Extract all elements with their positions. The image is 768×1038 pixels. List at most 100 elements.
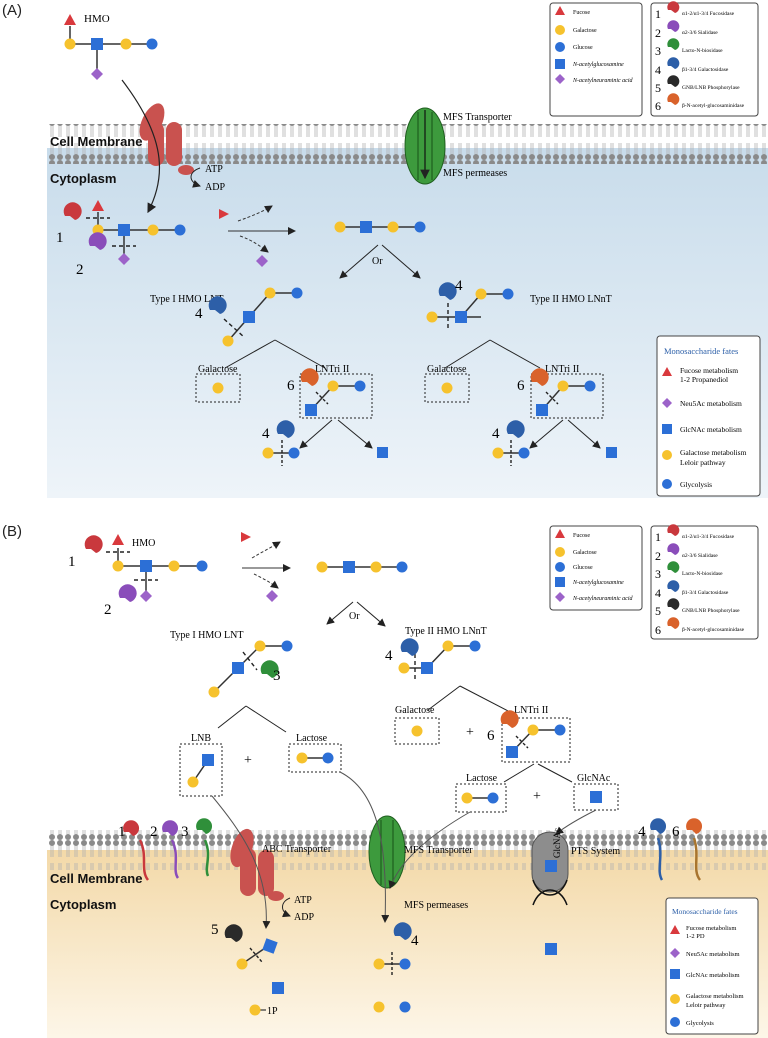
lntri-box-b <box>501 717 571 763</box>
svg-text:6: 6 <box>655 623 661 637</box>
legend-enzyme-a-num-4: 5 <box>655 81 661 95</box>
lactose-box-b2 <box>455 783 507 813</box>
legend-sugar-a-3: N-acetylglucosamine <box>572 62 624 68</box>
glcnacase-icon <box>667 617 680 629</box>
svg-text:1-2 Propanediol: 1-2 Propanediol <box>680 375 728 384</box>
glcnac-icon <box>606 447 617 458</box>
neu5ac-icon <box>670 948 680 958</box>
fucose-released-icon <box>219 209 229 219</box>
hmo-structure-b <box>106 534 208 602</box>
legend-sugar-a-1: Galactose <box>573 28 597 34</box>
type2-lnnt-structure-a <box>426 288 514 330</box>
lnb-box-label: LNB <box>191 733 211 744</box>
svg-text:1: 1 <box>655 530 661 544</box>
svg-text:Lacto-N-biosidase: Lacto-N-biosidase <box>682 571 723 577</box>
num-6-a2: 6 <box>517 378 525 394</box>
glcnac-icon <box>272 982 284 994</box>
type1-lnt-structure-b <box>208 640 293 698</box>
galactose-icon <box>411 725 423 737</box>
legend-enzyme-a-5: β-N-acetyl-glucosaminidase <box>682 103 745 109</box>
lnb-structure <box>187 754 214 788</box>
hmo-label-a: HMO <box>84 13 110 25</box>
legend-sugar-a-4: N-acetylneuraminic acid <box>572 78 633 84</box>
galactose-icon <box>555 25 565 35</box>
glcnac-in-pts-label: GlcNAc <box>552 828 562 858</box>
galactosidase-icon <box>650 818 667 834</box>
legend-sugars-a: Fucose Galactose Glucose N-acetylglucosa… <box>549 2 643 117</box>
galactosidase-icon <box>400 638 419 656</box>
lntri-structure-a2 <box>536 380 596 416</box>
lactose-cleaved-b <box>373 952 411 976</box>
neu5ac-released-icon <box>266 590 278 602</box>
pts-system-label: PTS System <box>571 846 620 857</box>
fucosidase-icon <box>123 820 140 836</box>
glcnac-icon <box>555 59 565 69</box>
lntri-structure-a1 <box>305 380 366 416</box>
glcnac-icon <box>590 791 602 803</box>
panel-a-label: (A) <box>2 2 22 19</box>
lnt-core-a <box>334 221 426 233</box>
num-1-b2: 1 <box>118 824 126 840</box>
fucosidase-icon <box>84 535 103 553</box>
fucosidase-icon <box>667 1 680 14</box>
neu5ac-icon <box>91 68 103 80</box>
glcnac-box-label: GlcNAc <box>577 773 611 784</box>
num-2-b2: 2 <box>150 824 158 840</box>
adp-a: ADP <box>205 182 225 193</box>
hmo-label-b: HMO <box>132 538 155 549</box>
galactose-box-b <box>394 717 440 745</box>
lactose-structure-b1 <box>296 752 334 764</box>
num-4-a4: 4 <box>492 426 500 442</box>
glcnacase-icon <box>300 368 319 386</box>
svg-text:Leloir pathway: Leloir pathway <box>686 1002 726 1009</box>
galactose-box-a2 <box>424 373 470 403</box>
lactose-product-a1 <box>262 440 300 466</box>
svg-text:Leloir pathway: Leloir pathway <box>680 458 726 467</box>
plus-b2: + <box>466 725 474 740</box>
type1-label-b: Type I HMO LNT <box>170 630 243 641</box>
legend-sugar-a-2: Glucose <box>573 45 593 51</box>
glcnac-icon <box>91 38 103 50</box>
svg-text:Neu5Ac metabolism: Neu5Ac metabolism <box>680 399 742 408</box>
fates-legend-b: Monosaccharide fates Fucose metabolism 1… <box>665 897 759 1035</box>
lntri-box-label-a2: LNTri II <box>545 364 579 375</box>
glucose-icon <box>670 1017 680 1027</box>
fates-title-b: Monosaccharide fates <box>672 907 738 916</box>
lnb-cleaved-b <box>236 938 278 970</box>
svg-text:α2-3/6 Sialidase: α2-3/6 Sialidase <box>682 553 718 559</box>
lnb-box <box>179 743 223 797</box>
biosidase-icon <box>260 660 279 678</box>
svg-text:GNB/LNB Phosphorylase: GNB/LNB Phosphorylase <box>682 608 740 614</box>
num-4-b2: 4 <box>638 824 646 840</box>
or-a: Or <box>372 256 383 267</box>
num-4-a2: 4 <box>455 278 463 294</box>
or-b: Or <box>349 611 360 622</box>
membrane-label-a: Cell Membrane <box>50 134 142 149</box>
hmo-cleaved-a <box>86 200 186 265</box>
svg-text:Galactose metabolism: Galactose metabolism <box>680 448 747 457</box>
glucose-icon <box>555 42 565 52</box>
svg-text:N-acetylneuraminic acid: N-acetylneuraminic acid <box>572 596 633 602</box>
num-6-a1: 6 <box>287 378 295 394</box>
fucose-icon <box>670 925 680 934</box>
fucose-icon <box>555 6 565 15</box>
fates-legend-a: Monosaccharide fates Fucose metabolism 1… <box>656 335 761 497</box>
galactose-icon <box>120 38 132 50</box>
gal-1p-b <box>249 1004 266 1016</box>
glucose-icon <box>662 479 672 489</box>
lntri-box-a2 <box>530 373 604 419</box>
legend-enzyme-a-0: α1-2/α1-3/4 Fucosidase <box>682 11 735 17</box>
svg-text:Fucose metabolism: Fucose metabolism <box>686 925 736 932</box>
mfs-transporter-a <box>404 107 446 185</box>
legend-enzyme-a-num-3: 4 <box>655 63 661 77</box>
svg-text:Glycolysis: Glycolysis <box>686 1020 714 1027</box>
svg-text:Galactose: Galactose <box>573 550 597 556</box>
svg-text:Glucose: Glucose <box>573 565 593 571</box>
galactosidase-icon <box>438 282 457 300</box>
atp-a: ATP <box>205 164 223 175</box>
num-3-b2: 3 <box>181 824 189 840</box>
biosidase-icon <box>196 818 213 834</box>
cytoplasm-a <box>47 148 768 498</box>
phosphorylase-icon <box>667 75 680 87</box>
lactose-box-label-b1: Lactose <box>296 733 328 744</box>
